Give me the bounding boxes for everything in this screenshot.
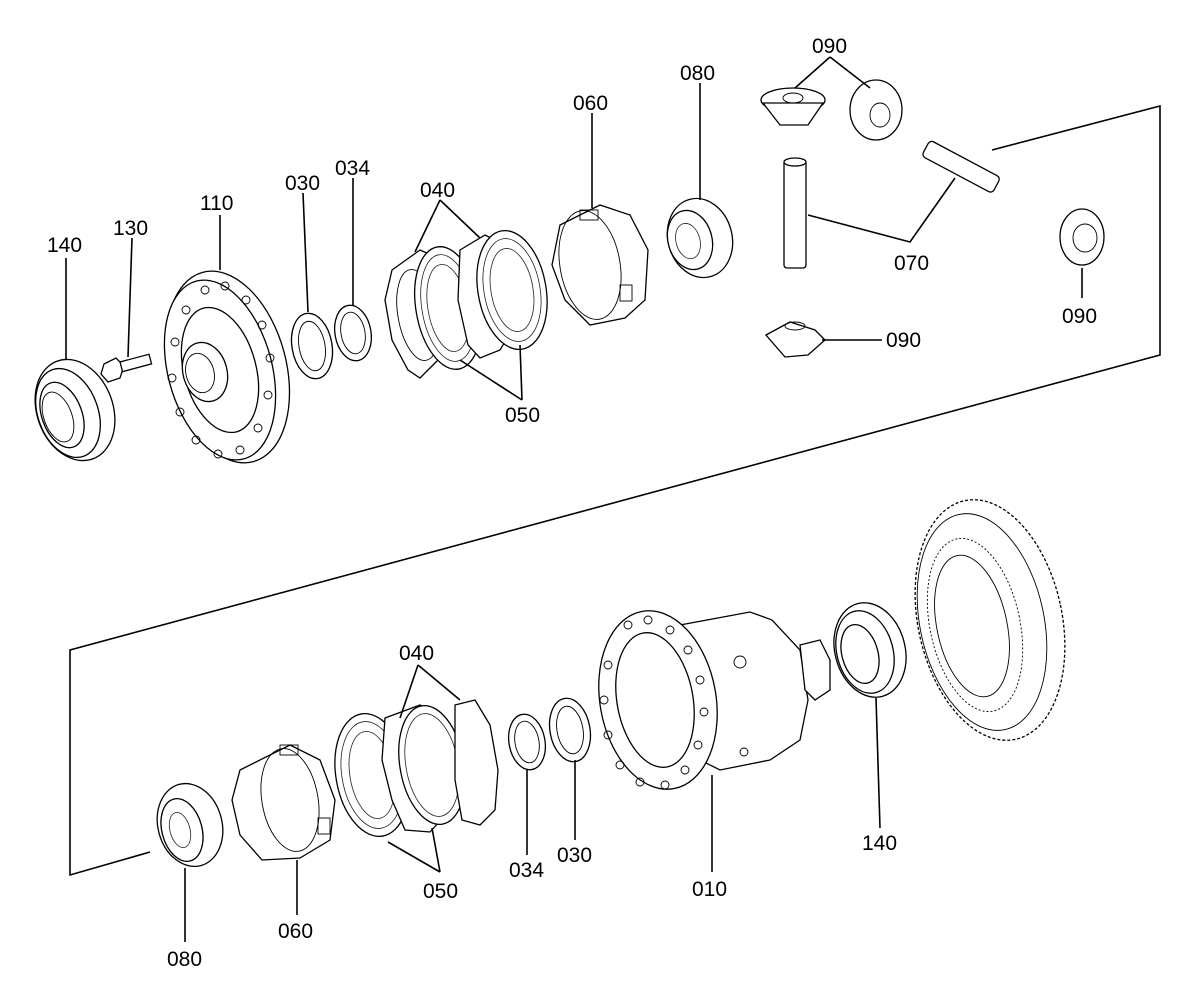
assembly-frame-lines (69, 104, 1161, 877)
clutch-plates-040-050-lower (334, 699, 499, 838)
callout-140-lower: 140 (862, 832, 897, 855)
clutch-plates-040-050-upper (384, 229, 548, 379)
callout-labels: 140 130 110 030 034 040 050 060 080 090 … (47, 35, 1097, 971)
callout-030-lower: 030 (557, 844, 592, 867)
callout-080-lower: 080 (167, 948, 202, 971)
callout-030-upper: 030 (285, 172, 320, 195)
bolt-130 (100, 353, 153, 383)
leader-lines (65, 56, 1083, 942)
callout-050-upper: 050 (505, 404, 540, 427)
callout-090-middle: 090 (886, 329, 921, 352)
callout-040-lower: 040 (399, 642, 434, 665)
shim-030-upper (290, 312, 334, 380)
callout-034-lower: 034 (509, 859, 544, 882)
callout-010: 010 (692, 878, 727, 901)
differential-housing-010 (598, 610, 831, 790)
ring-034-upper (333, 304, 373, 362)
flange-bolt-holes (167, 281, 275, 459)
callout-070: 070 (894, 252, 929, 275)
flange-housing-110 (163, 270, 291, 464)
callout-130: 130 (113, 217, 148, 240)
callout-140-upper: 140 (47, 234, 82, 257)
housing-bolt-holes (599, 615, 709, 790)
callout-040-upper: 040 (420, 179, 455, 202)
bearing-140-lower (833, 602, 907, 698)
ring-034-lower (507, 713, 547, 771)
side-gear-080-upper (666, 197, 734, 279)
shim-030-lower (548, 697, 592, 763)
pressure-ring-060-upper (551, 204, 649, 326)
callout-060-lower: 060 (278, 920, 313, 943)
pinion-gear-090-middle (764, 321, 826, 358)
pinion-gears-090-top (760, 79, 903, 141)
callout-110: 110 (200, 192, 233, 215)
pressure-ring-060-lower (231, 744, 336, 861)
side-gear-080-lower (156, 782, 224, 868)
callout-050-lower: 050 (423, 880, 458, 903)
callout-080-upper: 080 (680, 62, 715, 85)
ring-gear (914, 499, 1066, 741)
callout-090-top: 090 (812, 35, 847, 58)
bearing-140-upper (34, 358, 116, 462)
pinion-gear-090-right (1059, 208, 1105, 266)
callout-034-upper: 034 (335, 157, 370, 180)
callout-090-right: 090 (1062, 305, 1097, 328)
cross-pins-070 (783, 140, 1000, 269)
callout-060-upper: 060 (573, 92, 608, 115)
